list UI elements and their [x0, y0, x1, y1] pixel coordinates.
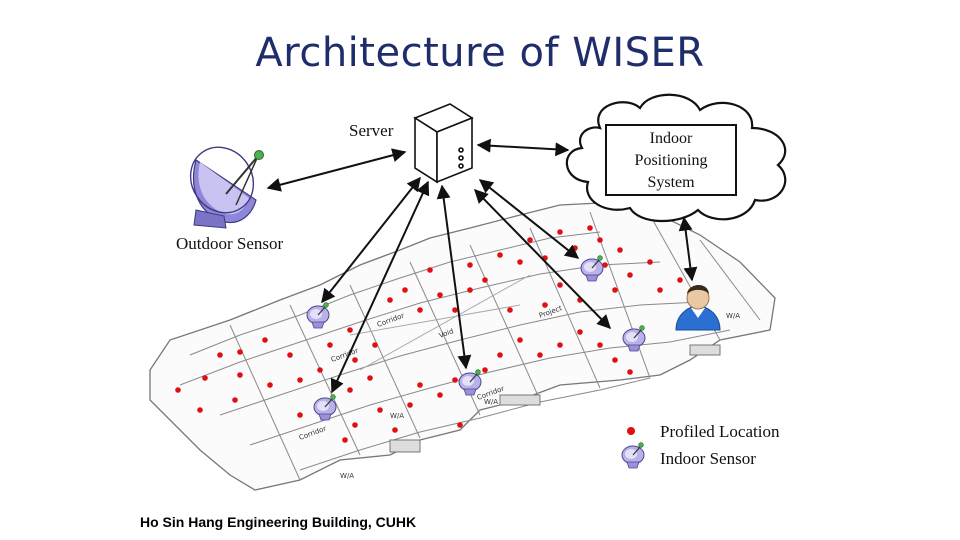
- wa-label: W/A: [484, 398, 498, 406]
- legend-dot-icon: [627, 427, 635, 435]
- legend-indoor-sensor: Indoor Sensor: [660, 449, 756, 468]
- ips-label-line: Positioning: [634, 152, 708, 169]
- wa-label: W/A: [390, 412, 404, 420]
- outdoor-sensor-label: Outdoor Sensor: [176, 234, 284, 253]
- ips-label-line: Indoor: [649, 130, 693, 147]
- outdoor-sensor-icon: [189, 146, 264, 229]
- wa-label: W/A: [726, 312, 740, 320]
- building-caption: Ho Sin Hang Engineering Building, CUHK: [140, 514, 417, 530]
- slide-title: Architecture of WISER: [255, 30, 705, 76]
- ips-label-line: System: [647, 174, 695, 191]
- wa-label: W/A: [340, 472, 354, 480]
- legend-sensor-icon: [621, 442, 645, 469]
- server-icon: [413, 103, 474, 184]
- indoor-positioning-system-box: Indoor Positioning System: [605, 124, 737, 196]
- connection-arrows: [266, 138, 698, 394]
- server-label: Server: [349, 121, 394, 140]
- legend-profiled-location: Profiled Location: [660, 422, 780, 441]
- user-icon: [675, 284, 721, 331]
